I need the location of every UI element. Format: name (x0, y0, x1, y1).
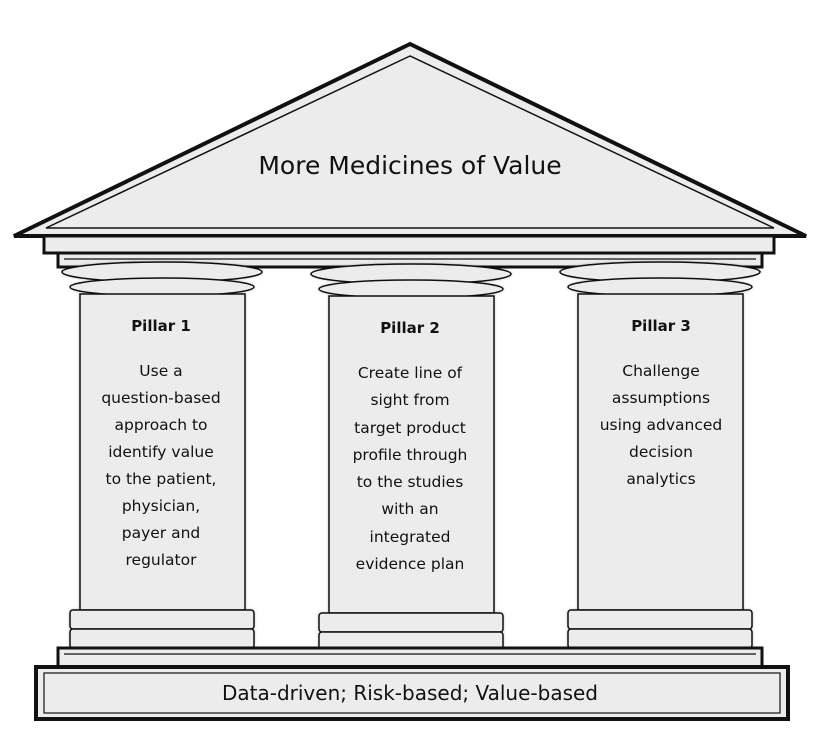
pillar-3-base-bottom (567, 628, 753, 649)
pillar-2-title: Pillar 2 (380, 319, 440, 337)
entablature-beam-upper (42, 234, 776, 255)
roof-title: More Medicines of Value (258, 151, 562, 180)
pillar-3-shaft (577, 293, 744, 611)
pillar-3-title: Pillar 3 (631, 317, 691, 335)
pillar-2-base-top (318, 612, 504, 633)
foundation-inner-outline (43, 672, 781, 714)
foundation-label: Data-driven; Risk-based; Value-based (221, 681, 598, 705)
pillar-1-base-bottom (69, 628, 255, 649)
pillar-1-shape (61, 261, 263, 649)
pillar-2-shape (310, 263, 512, 652)
pillar-1-base-top (69, 609, 255, 630)
roof-pediment (13, 41, 807, 238)
pillar-3-shape (559, 261, 761, 649)
pillar-1-shaft (79, 293, 246, 611)
pillar-1-title: Pillar 1 (131, 317, 191, 335)
stylobate-step (56, 646, 764, 669)
pillar-2-shaft (328, 295, 495, 614)
pillar-3-base-top (567, 609, 753, 630)
foundation-block (34, 665, 790, 721)
roof-inner-outline (45, 55, 775, 229)
